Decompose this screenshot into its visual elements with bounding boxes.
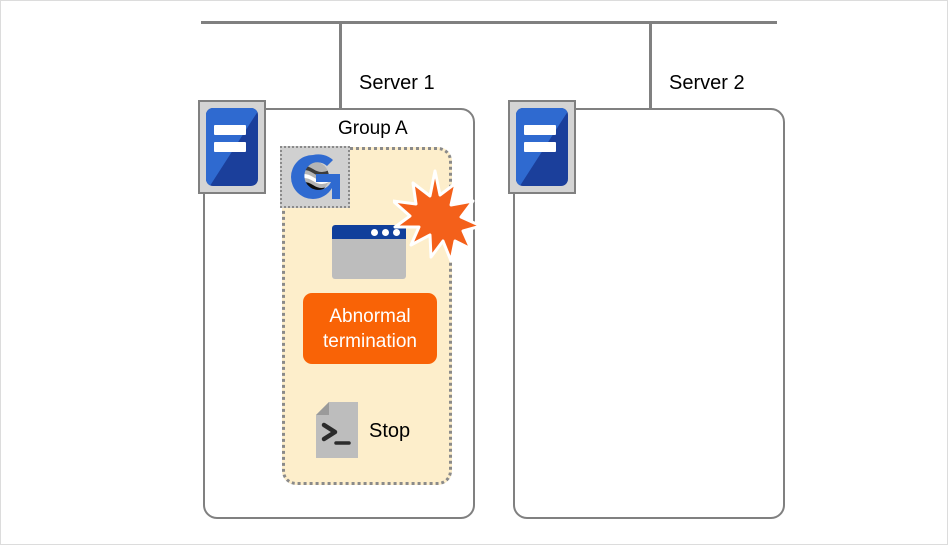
network-bus-horizontal [201,21,777,24]
group-a-label: Group A [338,118,408,139]
application-window-icon [332,225,406,279]
globe-g-logo-icon [280,146,350,208]
server-1-machine-icon [198,100,266,194]
network-drop-server-1 [339,21,342,109]
script-file-glyph [316,402,358,458]
server-2-machine-icon [508,100,576,194]
window-dot-2 [382,228,389,236]
abnormal-termination-badge[interactable]: Abnormal termination [303,293,437,364]
window-titlebar [332,225,406,239]
window-dot-3 [393,228,400,236]
explosion-burst-icon [391,169,483,277]
network-drop-server-2 [649,21,652,109]
server-2-label: Server 2 [669,72,745,94]
stop-script-label: Stop [369,420,411,442]
script-file-icon [315,401,359,459]
window-dot-1 [371,228,378,236]
abnormal-termination-label: Abnormal termination [323,305,417,352]
globe-g-logo-glyph [291,154,340,199]
explosion-burst-glyph [391,169,483,263]
server-1-label: Server 1 [359,72,435,94]
